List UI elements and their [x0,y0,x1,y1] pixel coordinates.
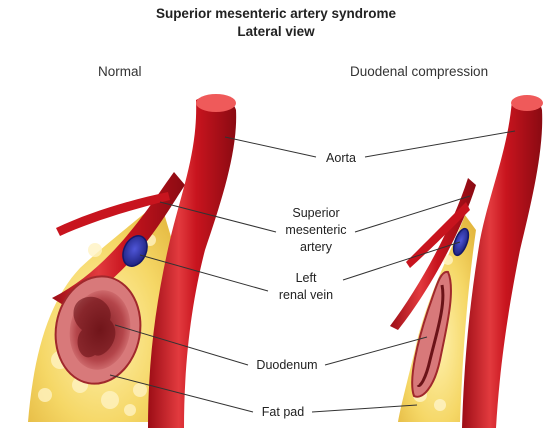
leader-lines [109,130,516,413]
aorta-compression [462,97,543,429]
label-sma-line3: artery [300,240,332,254]
label-sma-line2: mesenteric [285,223,347,237]
panel-label-compression: Duodenal compression [350,64,489,79]
label-aorta: Aorta [326,151,356,165]
label-sma: Superior mesenteric artery [277,205,355,256]
branch-normal [56,192,170,236]
compression-panel [390,95,543,429]
left-renal-vein-compression [452,227,470,257]
branch-compression [406,202,470,268]
label-lrv-line2: renal vein [278,288,334,302]
label-lrv-line1: Left [295,271,317,285]
sma-normal [52,172,185,308]
left-renal-vein-normal [122,235,148,267]
normal-panel [28,94,237,428]
label-fat-pad: Fat pad [261,405,305,419]
aorta-normal [148,95,237,428]
figure-subtitle: Lateral view [237,24,315,39]
figure-title: Superior mesenteric artery syndrome [155,6,397,21]
label-sma-line1: Superior [292,206,340,220]
panel-label-normal: Normal [98,64,142,79]
label-duodenum: Duodenum [256,358,318,372]
label-left-renal-vein: Left renal vein [268,270,344,304]
